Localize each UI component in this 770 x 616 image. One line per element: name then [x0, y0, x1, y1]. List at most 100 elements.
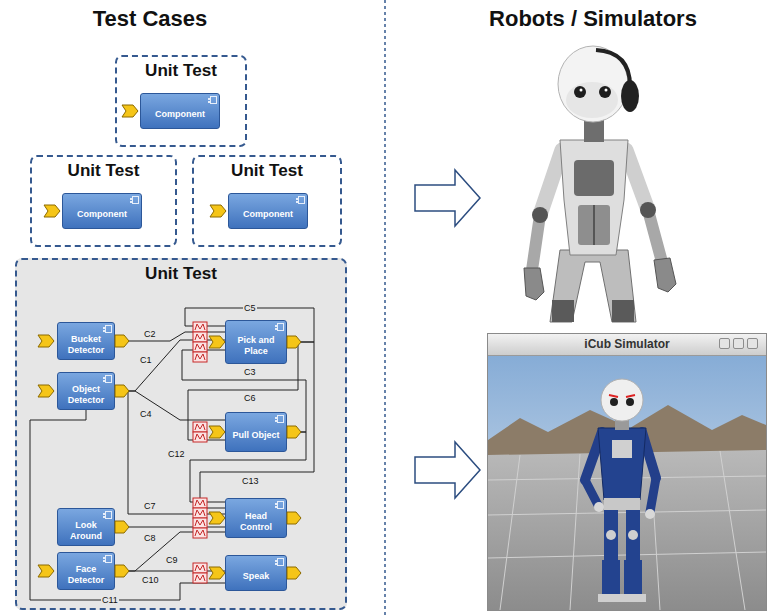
connector-line	[115, 391, 225, 514]
component-name: Bucket Detector	[60, 334, 112, 354]
component-name: Head Control	[228, 511, 284, 531]
component-box: Bucket Detector	[57, 322, 115, 360]
connector-label: C3	[243, 367, 257, 377]
mux-symbol	[193, 332, 207, 342]
window-button	[747, 338, 758, 349]
connector-label: C11	[101, 595, 119, 605]
input-port	[38, 335, 54, 347]
mux-symbol	[193, 322, 207, 332]
connector-label: C12	[167, 449, 186, 459]
mux-symbol	[193, 498, 207, 508]
mux-symbol	[193, 508, 207, 518]
mux-symbol	[193, 528, 207, 538]
input-port	[44, 205, 60, 217]
connector-label: C8	[143, 533, 157, 543]
window-button	[733, 338, 744, 349]
component-box: Component	[228, 193, 308, 229]
component-name: Component	[155, 109, 205, 119]
component-icon	[105, 555, 112, 563]
robot-photo	[524, 46, 676, 322]
component-box: Head Control	[225, 498, 287, 538]
connector-label: C13	[241, 476, 260, 486]
input-port	[209, 512, 225, 524]
output-port	[287, 336, 301, 348]
component-icon	[132, 196, 139, 204]
unit-test-box: Unit TestComponent	[115, 55, 247, 147]
unit-test-box: Unit TestComponent	[192, 155, 342, 247]
input-port	[210, 205, 226, 217]
output-port	[115, 385, 129, 397]
connector-line	[115, 391, 225, 420]
component-box: Component	[62, 193, 142, 229]
output-port	[287, 567, 301, 579]
output-port	[287, 426, 301, 438]
component-box: Speak	[225, 555, 287, 591]
connector-label: C4	[139, 409, 153, 419]
window-button	[719, 338, 730, 349]
input-port	[209, 426, 225, 438]
mux-symbol	[193, 573, 207, 583]
connector-line	[30, 410, 225, 600]
window-titlebar: iCub Simulator	[488, 334, 766, 356]
connector-line	[200, 342, 314, 508]
input-port	[38, 565, 54, 577]
component-box: Object Detector	[57, 372, 115, 410]
component-icon	[210, 96, 217, 104]
connector-label: C6	[243, 393, 257, 403]
simulator-window: iCub Simulator	[487, 333, 767, 611]
component-icon	[277, 558, 284, 566]
unit-test-box: Unit TestBucket DetectorObject DetectorP…	[15, 258, 347, 610]
box-heading: Unit Test	[32, 160, 175, 182]
component-icon	[298, 196, 305, 204]
input-port	[122, 105, 138, 117]
column-title: Robots / Simulators	[470, 6, 716, 32]
component-name: Component	[243, 209, 293, 219]
input-port	[38, 385, 54, 397]
component-name: Face Detector	[60, 564, 112, 584]
output-port	[115, 521, 129, 533]
connector-label: C1	[139, 355, 153, 365]
output-port	[115, 565, 129, 577]
connector-label: C7	[143, 501, 157, 511]
component-box: Pick and Place	[225, 320, 287, 364]
mux-symbol	[193, 342, 207, 352]
component-name: Look Around	[60, 520, 112, 540]
connector-line	[115, 532, 225, 571]
mux-symbol	[193, 563, 207, 573]
connector-line	[115, 571, 225, 572]
component-box: Component	[140, 93, 220, 129]
connector-label: C2	[143, 329, 157, 339]
block-arrow	[415, 442, 480, 498]
connector-label: C5	[243, 303, 257, 313]
component-name: Speak	[243, 571, 270, 581]
column-title: Test Cases	[0, 6, 300, 32]
output-port	[115, 335, 129, 347]
input-port	[209, 336, 225, 348]
mux-symbol	[193, 352, 207, 362]
output-port	[287, 512, 301, 524]
box-heading: Unit Test	[194, 160, 340, 182]
component-icon	[105, 325, 112, 333]
connector-line	[115, 340, 225, 391]
simulator-scene	[488, 355, 766, 610]
component-box: Face Detector	[57, 552, 115, 590]
component-icon	[277, 323, 284, 331]
divider-line	[384, 0, 386, 616]
test-ground	[15, 258, 347, 610]
connector-label: C9	[165, 555, 179, 565]
mux-symbol	[193, 518, 207, 528]
mux-symbol	[193, 432, 207, 442]
box-heading: Unit Test	[17, 263, 345, 285]
box-heading: Unit Test	[117, 60, 245, 82]
component-box: Pull Object	[225, 412, 287, 452]
component-icon	[277, 415, 284, 423]
window-title: iCub Simulator	[584, 337, 669, 351]
connector-label: C10	[141, 575, 160, 585]
input-port	[209, 567, 225, 579]
mux-symbol	[193, 422, 207, 432]
block-arrow	[415, 170, 480, 226]
component-box: Look Around	[57, 508, 115, 546]
connector-line	[115, 527, 225, 528]
unit-test-box: Unit TestComponent	[30, 155, 177, 247]
